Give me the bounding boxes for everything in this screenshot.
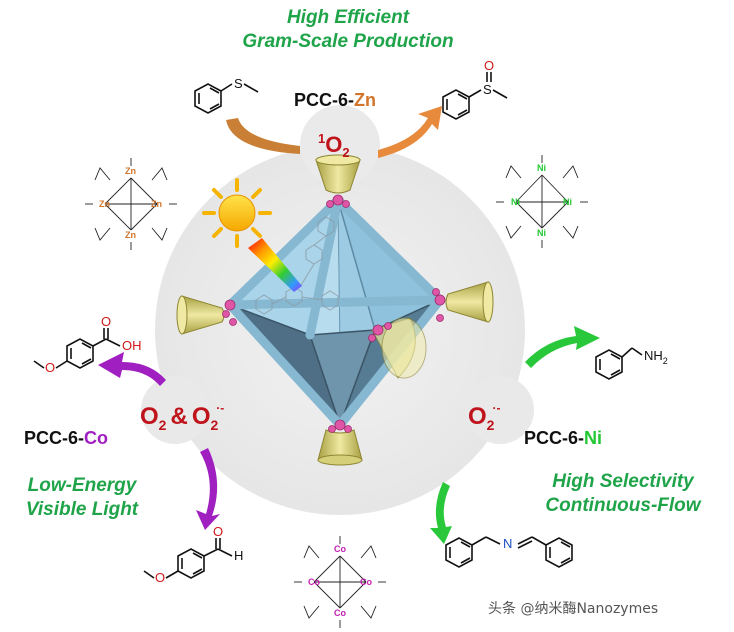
ni-reaction-arrows xyxy=(430,326,600,544)
acid-oh-label: OH xyxy=(122,338,142,353)
svg-text:Zn: Zn xyxy=(125,166,136,176)
svg-text:Co: Co xyxy=(360,577,372,587)
methyl-phenyl-sulfoxide-molecule xyxy=(442,72,508,120)
svg-text:Zn: Zn xyxy=(99,199,110,209)
svg-text:Ni: Ni xyxy=(537,228,546,238)
pcc-ni-label: PCC-6-Ni xyxy=(524,428,603,448)
zn-cluster-labels: Zn Zn Zn Zn xyxy=(99,166,162,240)
right-caption-line2: Continuous-Flow xyxy=(545,495,701,516)
svg-text:Zn: Zn xyxy=(125,230,136,240)
right-caption-line1: High Selectivity xyxy=(552,471,694,492)
sulfoxide-o-label: O xyxy=(484,58,494,73)
zn-cluster-icon xyxy=(85,158,177,250)
ni-species-label: O2·- xyxy=(468,401,500,433)
pcc-co-label: PCC-6-Co xyxy=(24,428,109,448)
anisole2-o-label: O xyxy=(155,570,165,585)
left-caption-line1: Low-Energy xyxy=(27,475,137,496)
amine-label: NH2 xyxy=(644,348,668,366)
top-caption-line2: Gram-Scale Production xyxy=(242,31,454,52)
octahedron-cage xyxy=(176,154,494,466)
top-caption: High Efficient Gram-Scale Production xyxy=(198,6,498,54)
anisic-acid-molecule xyxy=(33,328,121,369)
svg-text:Zn: Zn xyxy=(151,199,162,209)
aldehyde-h-label: H xyxy=(234,548,243,563)
co-reaction-arrows xyxy=(98,352,220,530)
sulfoxide-s-label: S xyxy=(483,82,492,97)
left-caption-line2: Visible Light xyxy=(25,499,139,520)
right-caption: High Selectivity Continuous-Flow xyxy=(518,470,728,518)
anisaldehyde-molecule xyxy=(143,538,233,579)
svg-text:Co: Co xyxy=(308,577,320,587)
aldehyde-o-label: O xyxy=(213,524,223,539)
benzylamine-molecule xyxy=(595,347,643,380)
thioanisole-molecule xyxy=(194,83,259,114)
ni-cluster-icon xyxy=(496,155,588,248)
svg-text:Co: Co xyxy=(334,608,346,618)
anisole-o-label: O xyxy=(45,360,55,375)
imine-molecule xyxy=(445,536,573,568)
acid-o-label: O xyxy=(101,314,111,329)
pcc-zn-label: PCC-6-Zn xyxy=(294,90,377,110)
sulfide-s-label: S xyxy=(234,76,243,91)
light-beam-icon xyxy=(248,238,302,292)
ni-cluster-labels: Ni Ni Ni Ni xyxy=(511,163,572,238)
watermark: 头条 @纳米酶Nanozymes xyxy=(488,601,659,617)
svg-text:Ni: Ni xyxy=(563,197,572,207)
top-caption-line1: High Efficient xyxy=(286,7,410,28)
svg-text:Ni: Ni xyxy=(537,163,546,173)
sun-icon xyxy=(202,178,272,248)
zn-reaction-arrows xyxy=(226,106,442,158)
left-caption: Low-Energy Visible Light xyxy=(2,474,162,522)
co-species-label: O2&O2·- xyxy=(140,401,224,433)
co-cluster-labels: Co Co Co Co xyxy=(308,544,372,618)
svg-text:Ni: Ni xyxy=(511,197,520,207)
singlet-oxygen-label: 1O2 xyxy=(318,131,350,160)
imine-n-label: N xyxy=(503,536,512,551)
svg-text:Co: Co xyxy=(334,544,346,554)
co-cluster-icon xyxy=(294,536,386,628)
